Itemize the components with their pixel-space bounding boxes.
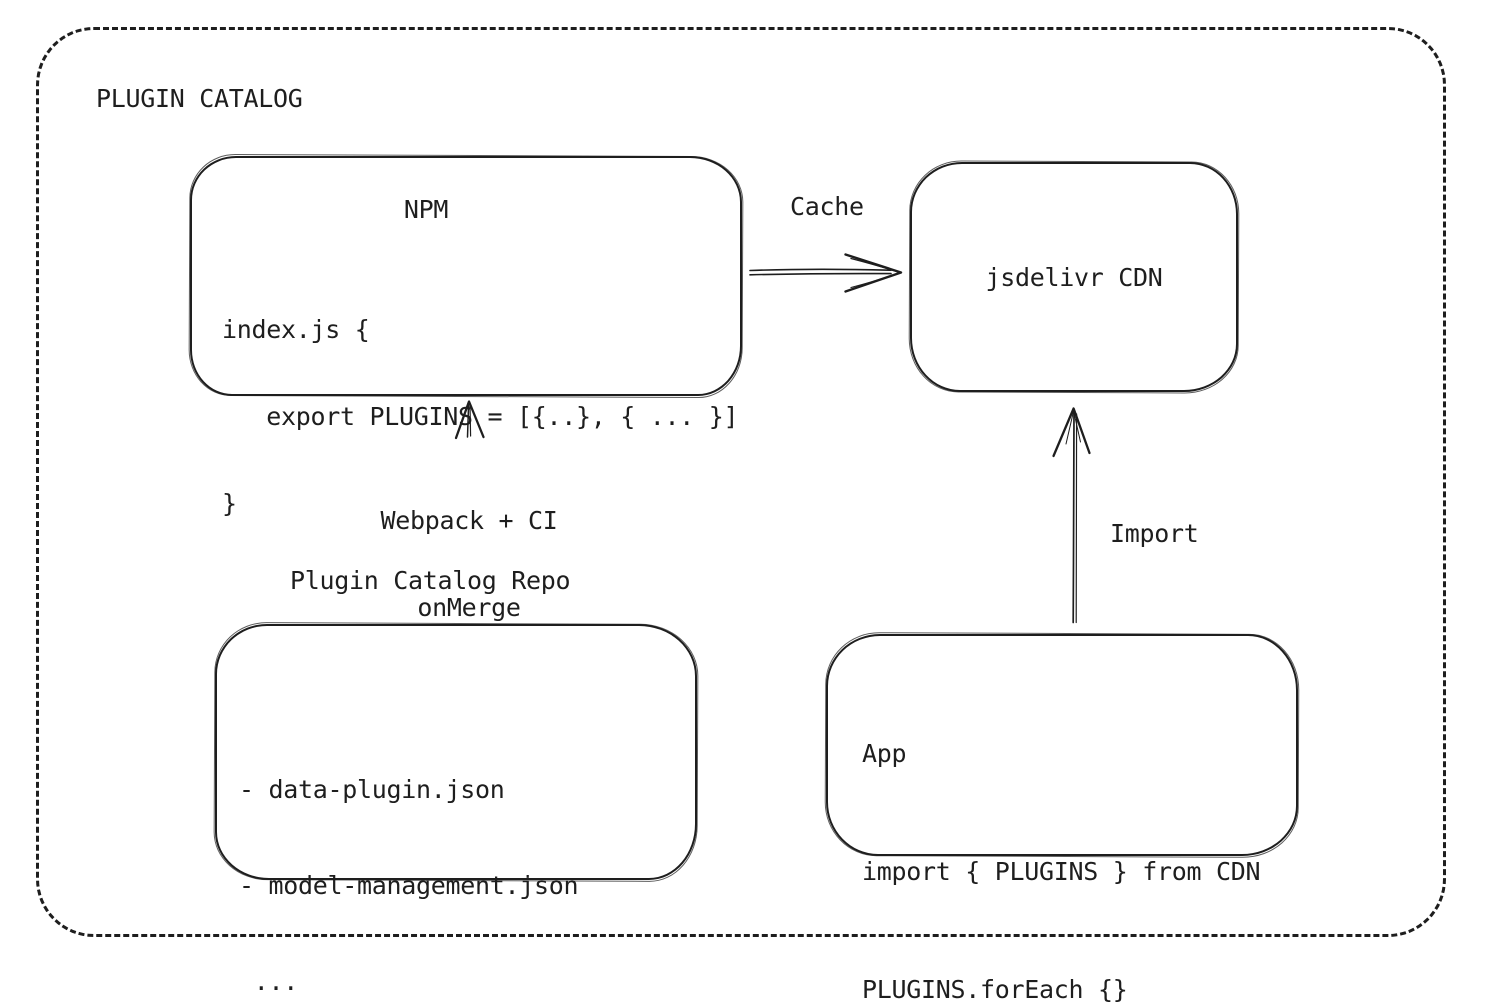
node-plugin-catalog-repo: - data-plugin.json - model-management.js… [215,624,697,996]
app-code-line-1: import { PLUGINS } from CDN [862,857,1261,886]
npm-code-line-3: } [222,489,237,518]
build-edge-label-line-1: Webpack + CI [380,506,558,535]
app-code-line-2: PLUGINS.forEach {} [862,975,1128,1002]
cache-edge-label: Cache [790,192,864,221]
node-npm: NPM index.js { export PLUGINS = [{..}, {… [190,156,742,518]
npm-code-block: index.js { export PLUGINS = [{..}, { ...… [222,257,740,576]
repo-title: Plugin Catalog Repo [290,566,571,595]
import-edge-label: Import [1110,519,1199,548]
app-content: App import { PLUGINS } from CDN PLUGINS.… [862,681,1296,1002]
npm-title: NPM [403,195,449,224]
cdn-label: jsdelivr CDN [985,262,1163,292]
plugin-catalog-frame [36,27,1446,937]
build-edge-label-line-2: onMerge [417,593,521,622]
repo-file-2: - model-management.json [239,871,579,900]
node-app: App import { PLUGINS } from CDN PLUGINS.… [826,634,1298,1002]
npm-code-line-2: export PLUGINS = [{..}, { ... }] [222,402,739,431]
app-title: App [862,739,907,768]
repo-file-ellipsis: ... [239,967,299,996]
npm-code-line-1: index.js { [222,315,370,344]
repo-file-list: - data-plugin.json - model-management.js… [239,710,695,1002]
node-jsdelivr-cdn: jsdelivr CDN [910,162,1238,392]
diagram-title: PLUGIN CATALOG [96,84,303,113]
repo-file-1: - data-plugin.json [239,775,505,804]
